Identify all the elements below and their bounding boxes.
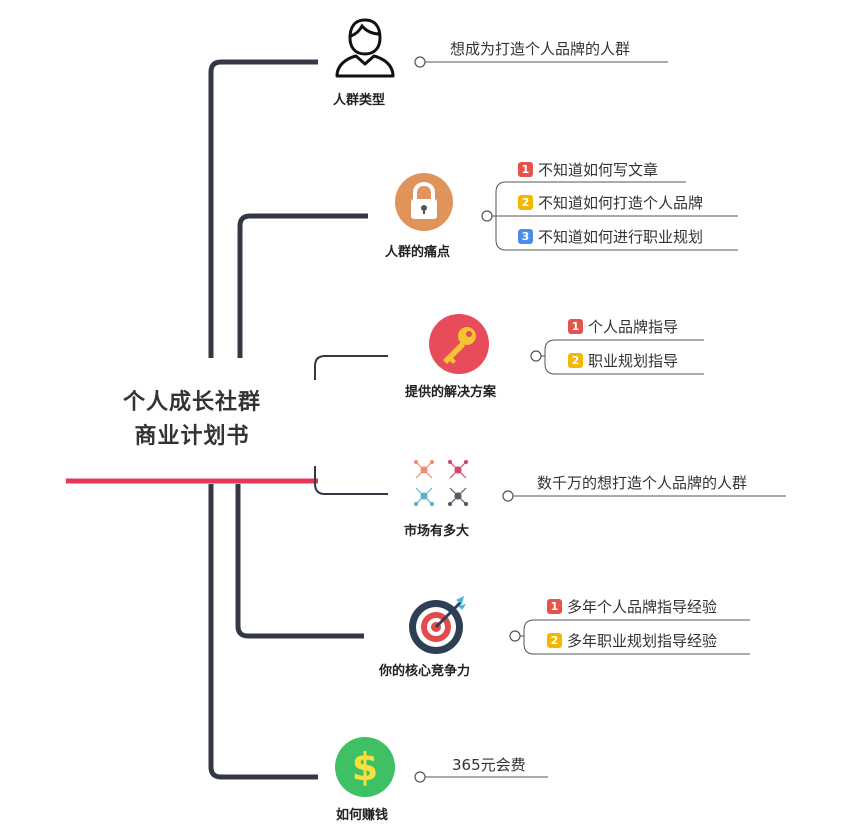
topic-label[interactable]: 人群的痛点 — [385, 245, 451, 260]
root-title-line2: 商业计划书 — [134, 424, 250, 449]
leaf-item[interactable]: 3 不知道如何进行职业规划 — [518, 226, 703, 247]
topic-label[interactable]: 如何赚钱 — [336, 808, 389, 823]
leaf-item[interactable]: 1 多年个人品牌指导经验 — [547, 596, 717, 617]
leaf-text: 多年职业规划指导经验 — [567, 632, 718, 650]
topic-label[interactable]: 提供的解决方案 — [405, 385, 497, 400]
branch-tongdian — [237, 213, 368, 358]
root-title-line1: 个人成长社群 — [122, 390, 261, 415]
collapse-toggle — [414, 771, 426, 783]
network-icon — [413, 459, 469, 507]
key-icon — [429, 314, 489, 374]
topic-label[interactable]: 市场有多大 — [404, 524, 470, 539]
svg-text:$: $ — [352, 745, 378, 789]
leaf-text: 多年个人品牌指导经验 — [567, 598, 718, 616]
badge-2: 2 — [518, 195, 533, 210]
leaf-item[interactable]: 想成为打造个人品牌的人群 — [450, 38, 630, 59]
leaf-item[interactable]: 365元会费 — [452, 754, 526, 775]
badge-1: 1 — [518, 162, 533, 177]
leaf-item[interactable]: 1 不知道如何写文章 — [518, 159, 658, 180]
leaf-item[interactable]: 2 职业规划指导 — [568, 350, 678, 371]
leaf-text: 不知道如何写文章 — [538, 161, 659, 179]
collapse-toggle — [509, 630, 521, 642]
badge-1: 1 — [568, 319, 583, 334]
leaf-text: 数千万的想打造个人品牌的人群 — [537, 474, 748, 492]
leaf-text: 365元会费 — [452, 756, 526, 774]
leaf-text: 不知道如何进行职业规划 — [538, 228, 704, 246]
root-topic[interactable]: 个人成长社群 商业计划书 — [92, 386, 292, 454]
badge-3: 3 — [518, 229, 533, 244]
collapse-toggle — [481, 210, 493, 222]
dollar-icon: $ — [335, 737, 395, 797]
collapse-toggle — [414, 56, 426, 68]
branch-jiejue — [314, 355, 388, 380]
leaf-item[interactable]: 2 不知道如何打造个人品牌 — [518, 192, 703, 213]
badge-2: 2 — [547, 633, 562, 648]
branch-renqun-leixing — [208, 59, 318, 358]
branch-shichang — [314, 466, 388, 495]
branch-zhuanqian — [208, 484, 318, 780]
badge-2: 2 — [568, 353, 583, 368]
leaf-item[interactable]: 数千万的想打造个人品牌的人群 — [537, 472, 747, 493]
leaf-item[interactable]: 2 多年职业规划指导经验 — [547, 630, 717, 651]
collapse-toggle — [502, 490, 514, 502]
lock-icon — [395, 173, 453, 231]
user-icon — [335, 18, 395, 78]
collapse-toggle — [530, 350, 542, 362]
topic-label[interactable]: 你的核心竞争力 — [379, 664, 471, 679]
leaf-text: 不知道如何打造个人品牌 — [538, 194, 704, 212]
topic-label[interactable]: 人群类型 — [333, 93, 386, 108]
target-icon — [409, 596, 466, 654]
leaf-item[interactable]: 1 个人品牌指导 — [568, 316, 678, 337]
badge-1: 1 — [547, 599, 562, 614]
leaf-text: 个人品牌指导 — [588, 318, 679, 336]
branch-hexin — [235, 484, 364, 639]
leaf-text: 职业规划指导 — [588, 352, 679, 370]
leaf-text: 想成为打造个人品牌的人群 — [450, 40, 631, 58]
